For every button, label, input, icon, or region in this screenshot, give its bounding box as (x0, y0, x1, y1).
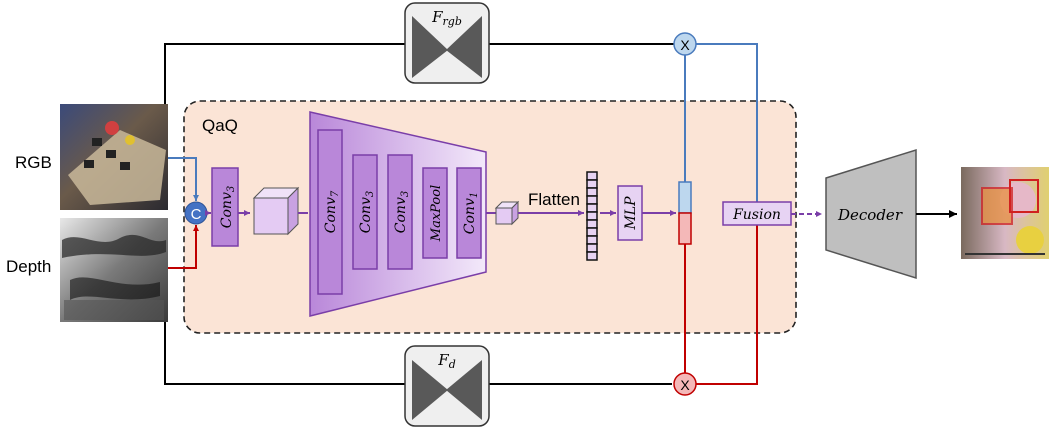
maxpool-block (422, 167, 448, 259)
output-detection-image (961, 167, 1049, 259)
depth-to-fusion-line (696, 225, 758, 385)
rgb-to-concat-line (168, 157, 199, 201)
small-feature-cube (494, 200, 520, 226)
depth-input-image (60, 218, 168, 322)
mlp-label: MLP (623, 196, 639, 231)
rgb-multiply-symbol: X (680, 37, 690, 53)
feature-cube (252, 186, 300, 236)
flatten-cell (586, 203, 598, 213)
depth-encoder-label: Fd (437, 351, 455, 371)
concat-symbol: C (191, 206, 202, 223)
rgb-weight-bar (678, 181, 692, 214)
conv3-block-a (352, 154, 378, 270)
conv3-block-b (387, 154, 413, 270)
depth-to-concat-line (168, 225, 199, 269)
rgb-encoder (404, 2, 490, 84)
conv7-block (317, 129, 343, 295)
flatten-vector (586, 171, 598, 261)
maxpool-label: MaxPool (429, 185, 444, 242)
flatten-cell (586, 211, 598, 221)
fusion-label: Fusion (732, 207, 781, 223)
conv1-block (456, 167, 482, 259)
conv7-label: Conv7 (323, 190, 341, 233)
conv3-first-block (211, 167, 239, 247)
flatten-cell (586, 171, 598, 181)
rgb-encoder-label: Frgb (431, 8, 462, 28)
flatten-cell (586, 179, 598, 189)
conv3-label-a: Conv3 (358, 191, 376, 233)
qaq-label: QaQ (202, 116, 238, 135)
flatten-cell (586, 251, 598, 261)
decoder-block (825, 148, 917, 280)
rgb-input-image (60, 104, 168, 210)
flatten-cell (586, 195, 598, 205)
depth-weight-bar (678, 212, 692, 245)
conv3-label-b: Conv3 (393, 191, 411, 233)
rgb-to-fusion-line (696, 43, 758, 202)
flatten-cell (586, 219, 598, 229)
rgb-top-path (164, 43, 406, 105)
conv3-first-label: Conv3 (219, 186, 237, 228)
conv1-label: Conv1 (462, 192, 480, 234)
flatten-label: Flatten (528, 190, 580, 209)
rgb-label: RGB (15, 153, 52, 172)
decoder-label: Decoder (837, 206, 903, 224)
flatten-cell (586, 243, 598, 253)
depth-label: Depth (6, 257, 51, 276)
depth-multiply-symbol: X (680, 377, 690, 393)
depth-bottom-path (164, 322, 406, 385)
flatten-cell (586, 227, 598, 237)
depth-encoder (404, 345, 490, 427)
flatten-cell (586, 187, 598, 197)
flatten-cell (586, 235, 598, 245)
